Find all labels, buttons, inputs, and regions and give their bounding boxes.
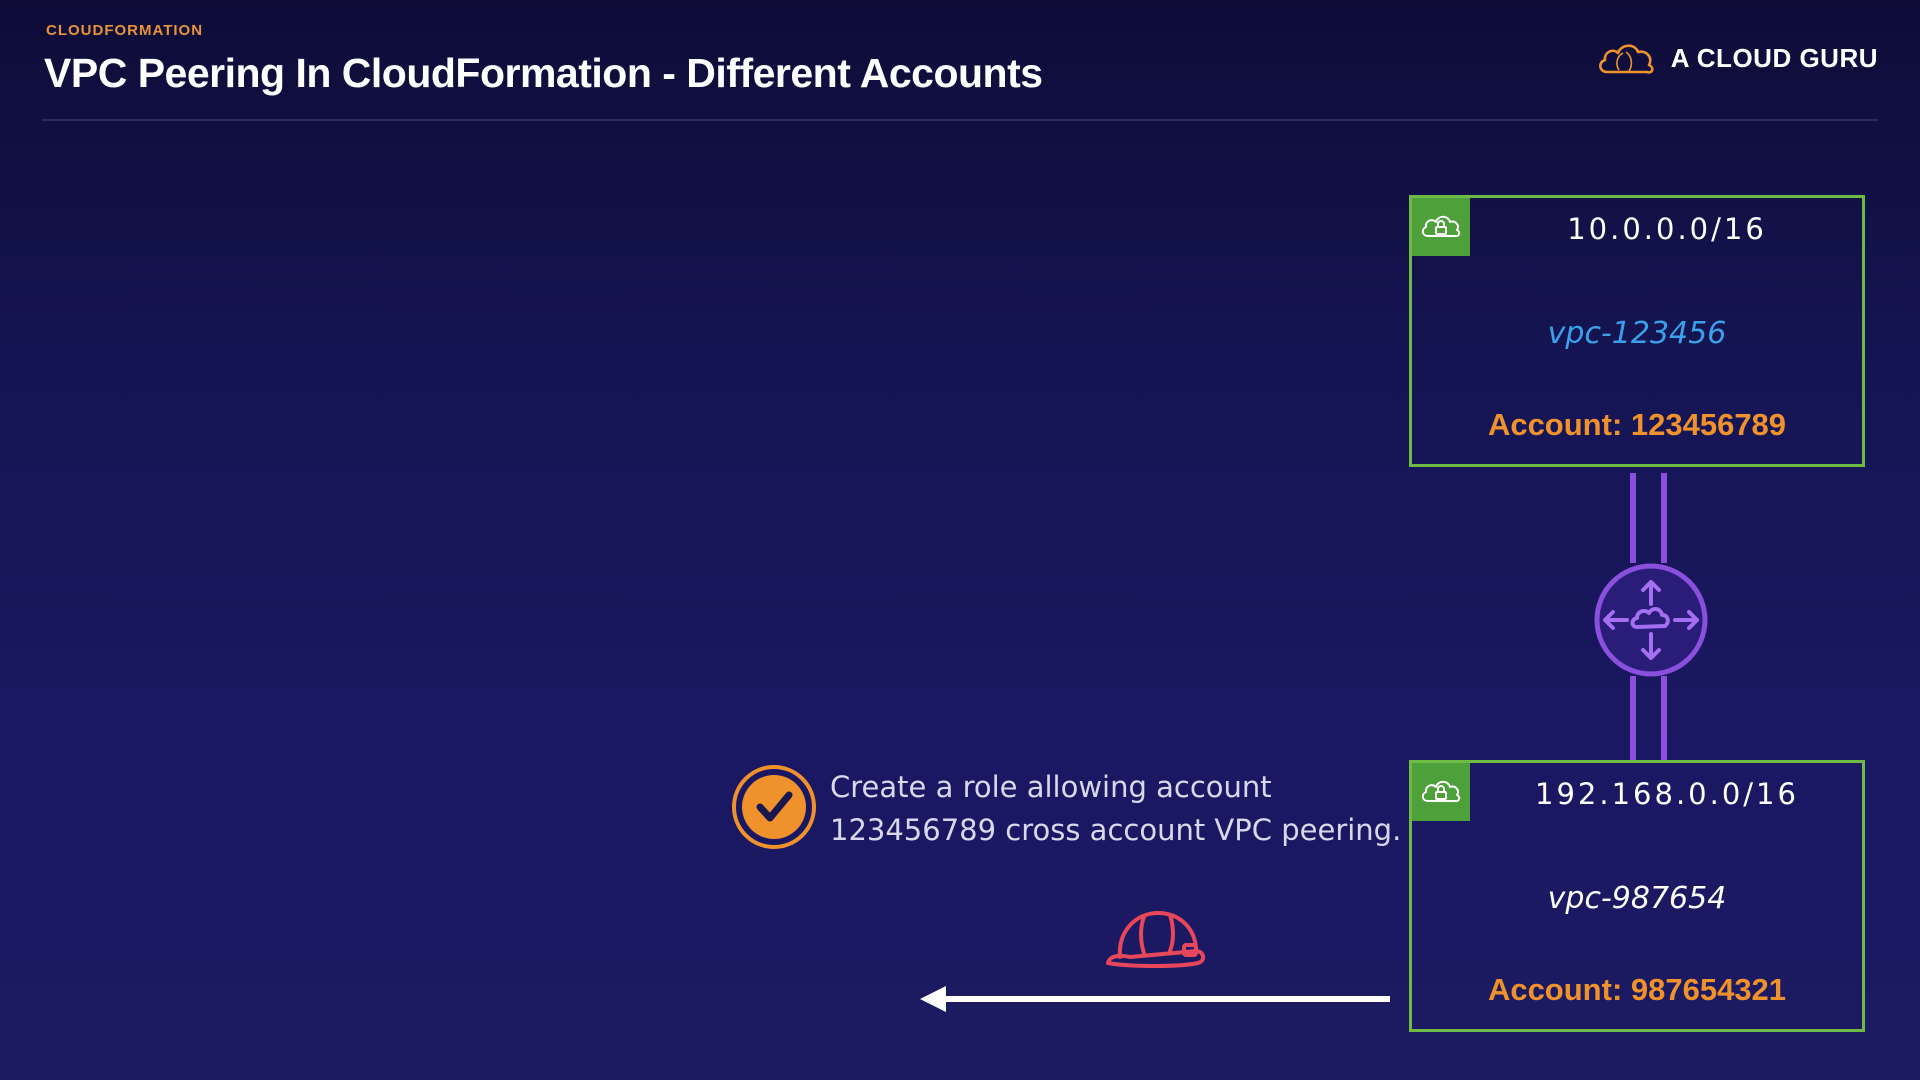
vpc-box-account-b: 192.168.0.0/16 vpc-987654 Account: 98765… — [1409, 760, 1865, 1032]
check-circle-icon — [731, 764, 817, 850]
vpc-lock-cloud-icon — [1412, 198, 1470, 256]
vpc-cidr: 10.0.0.0/16 — [1567, 212, 1767, 246]
brand-name: A CLOUD GURU — [1670, 42, 1878, 73]
checkpoint-line-2: 123456789 cross account VPC peering. — [830, 813, 1402, 847]
vpc-account: Account: 123456789 — [1487, 407, 1787, 442]
peering-line-lower-left — [1630, 676, 1636, 761]
eyebrow-label: CLOUDFORMATION — [46, 22, 204, 39]
left-arrow-icon — [920, 984, 1392, 1014]
peering-line-lower-right — [1661, 676, 1667, 761]
peering-router-icon — [1591, 560, 1711, 680]
vpc-cidr: 192.168.0.0/16 — [1535, 777, 1799, 811]
vpc-box-account-a: 10.0.0.0/16 vpc-123456 Account: 12345678… — [1409, 195, 1865, 467]
vpc-account: Account: 987654321 — [1487, 972, 1787, 1007]
brand: A CLOUD GURU — [1595, 38, 1878, 78]
header-divider — [42, 119, 1878, 121]
vpc-lock-cloud-icon — [1412, 763, 1470, 821]
peering-line-upper-left — [1630, 473, 1636, 563]
page-title: VPC Peering In CloudFormation - Differen… — [44, 50, 1043, 96]
vpc-id: vpc-123456 — [1547, 316, 1727, 351]
peering-line-upper-right — [1661, 473, 1667, 563]
vpc-id: vpc-987654 — [1547, 881, 1727, 916]
cloud-logo-icon — [1595, 38, 1657, 78]
checkpoint-note: Create a role allowing account 123456789… — [830, 766, 1401, 852]
hardhat-icon — [1100, 905, 1212, 971]
checkpoint-line-1: Create a role allowing account — [830, 770, 1272, 804]
